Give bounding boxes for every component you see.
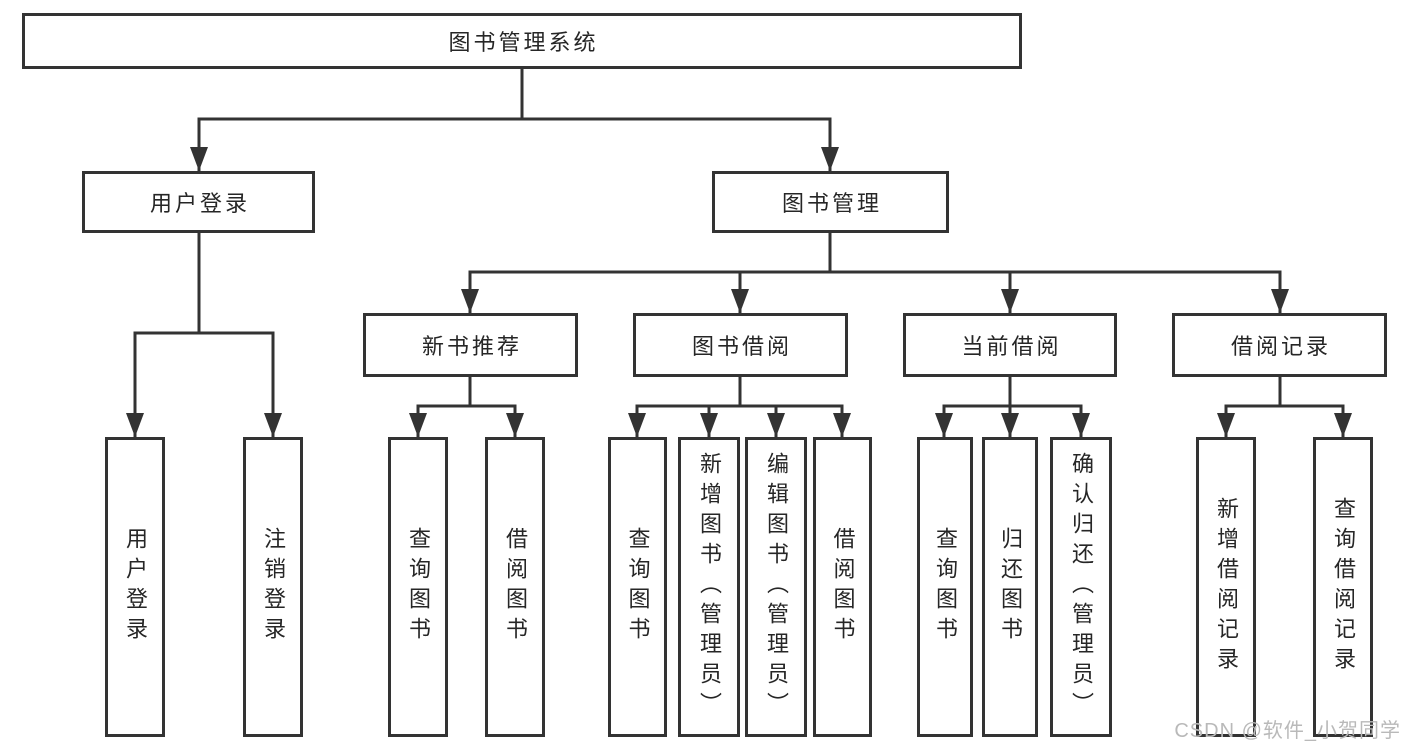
node-root-library-system: 图书管理系统 xyxy=(22,13,1022,69)
leaf-add-borrow-record: 新增借阅记录 xyxy=(1196,437,1256,737)
node-label: 查询图书 xyxy=(406,527,431,647)
node-label: 新增借阅记录 xyxy=(1214,497,1239,677)
node-label: 借阅记录 xyxy=(1230,334,1331,359)
node-label: 编辑图书（管理员） xyxy=(764,452,789,722)
leaf-confirm-return-admin: 确认归还（管理员） xyxy=(1050,437,1112,737)
connector-skeleton xyxy=(133,67,1345,408)
node-label: 新增图书（管理员） xyxy=(697,452,722,722)
node-book-borrowing: 图书借阅 xyxy=(633,313,848,377)
node-current-borrowing: 当前借阅 xyxy=(903,313,1117,377)
node-label: 查询图书 xyxy=(933,527,958,647)
node-label: 图书借阅 xyxy=(691,334,792,359)
node-label: 新书推荐 xyxy=(421,334,522,359)
node-label: 借阅图书 xyxy=(830,527,856,647)
leaf-borrow-books-recommend: 借阅图书 xyxy=(485,437,545,737)
leaf-logout: 注销登录 xyxy=(243,437,303,737)
leaf-edit-books-admin: 编辑图书（管理员） xyxy=(745,437,807,737)
csdn-watermark: CSDN @软件_小贺同学 xyxy=(1174,720,1401,742)
node-book-management: 图书管理 xyxy=(712,171,949,233)
node-label: 用户登录 xyxy=(149,191,250,216)
node-new-book-recommend: 新书推荐 xyxy=(363,313,578,377)
arrowheads xyxy=(126,119,1352,437)
node-label: 确认归还（管理员） xyxy=(1069,452,1094,722)
node-label: 注销登录 xyxy=(261,527,286,647)
node-label: 图书管理 xyxy=(781,191,882,216)
node-label: 图书管理系统 xyxy=(448,30,599,55)
leaf-query-books-recommend: 查询图书 xyxy=(388,437,448,737)
leaf-query-borrow-record: 查询借阅记录 xyxy=(1313,437,1373,737)
node-label: 归还图书 xyxy=(998,527,1023,647)
node-label: 查询图书 xyxy=(625,527,651,647)
leaf-user-login: 用户登录 xyxy=(105,437,165,737)
leaf-query-books-borrowing: 查询图书 xyxy=(608,437,667,737)
node-user-login: 用户登录 xyxy=(82,171,315,233)
leaf-borrow-books-borrowing: 借阅图书 xyxy=(813,437,872,737)
leaf-return-books: 归还图书 xyxy=(982,437,1038,737)
node-label: 借阅图书 xyxy=(503,527,528,647)
leaf-add-books-admin: 新增图书（管理员） xyxy=(678,437,740,737)
node-borrowing-records: 借阅记录 xyxy=(1172,313,1387,377)
node-label: 用户登录 xyxy=(123,527,148,647)
node-label: 当前借阅 xyxy=(961,334,1062,359)
leaf-query-books-current: 查询图书 xyxy=(917,437,973,737)
node-label: 查询借阅记录 xyxy=(1331,497,1356,677)
